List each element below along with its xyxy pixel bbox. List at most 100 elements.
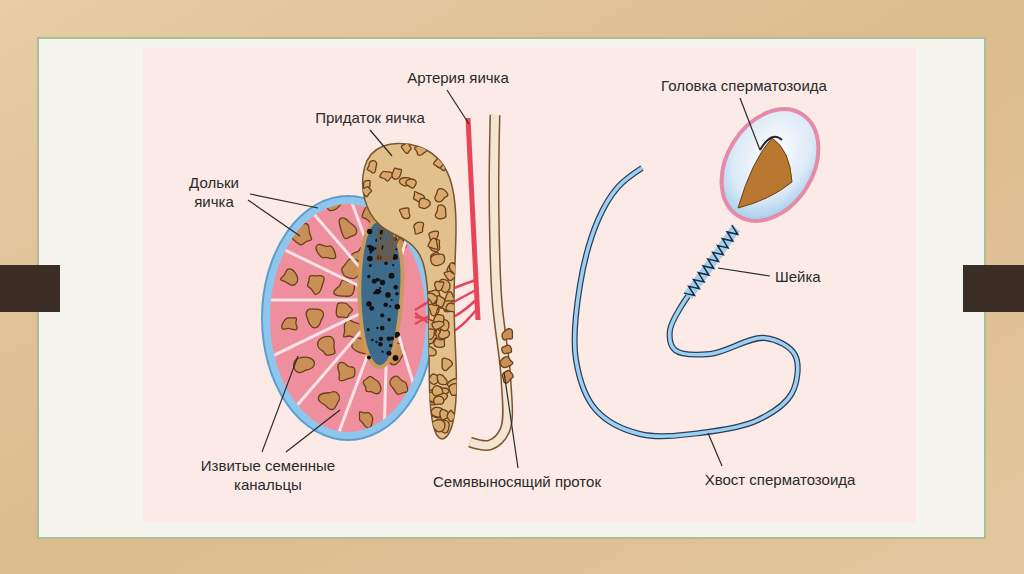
neck-spring xyxy=(684,225,738,295)
rete-dot xyxy=(375,341,377,343)
tubule-coil xyxy=(432,386,443,396)
tubule-coil xyxy=(336,303,352,318)
tubule-coil xyxy=(428,238,438,249)
tubule-coil xyxy=(431,254,445,266)
rete-dot xyxy=(379,287,381,289)
vas-deferens-outline xyxy=(470,115,508,445)
tubule-coil xyxy=(442,153,453,162)
side-bar xyxy=(0,265,60,312)
tubule-coil xyxy=(449,384,459,396)
tubule-coil xyxy=(428,304,438,316)
leader-line xyxy=(248,200,300,236)
tubule-coil xyxy=(390,376,408,394)
leader-line xyxy=(740,98,760,150)
rete-dot xyxy=(369,306,374,311)
rete-dot xyxy=(367,356,371,360)
rete-dot xyxy=(369,246,375,252)
side-bar xyxy=(963,265,1024,312)
epididymis xyxy=(361,143,461,449)
tubule-coil xyxy=(446,303,460,312)
rete-dot xyxy=(392,264,394,266)
tubule-coil xyxy=(399,208,409,219)
tubule-coil xyxy=(292,224,312,245)
tubule-coil xyxy=(414,222,424,234)
tubule-coil xyxy=(401,143,411,154)
rete-dot xyxy=(380,313,384,317)
part-label: Извитые семенные канальцы xyxy=(181,456,356,494)
tubule-coil xyxy=(393,410,413,428)
rete-dot xyxy=(378,342,383,347)
leader-line xyxy=(504,372,518,468)
rete-dot xyxy=(377,289,381,293)
rete-dot xyxy=(389,344,392,347)
leader-line xyxy=(718,268,770,276)
tubule-coil xyxy=(434,396,444,404)
tubule-coil xyxy=(307,276,324,295)
rete-dot xyxy=(376,327,378,329)
spermatozoon xyxy=(575,91,839,436)
rete-dot xyxy=(372,279,377,284)
tubule-coil xyxy=(415,144,428,155)
rete-dot xyxy=(379,337,383,341)
part-label: Головка сперматозоида xyxy=(629,76,859,95)
slide-frame xyxy=(38,38,985,538)
rete-dot xyxy=(395,292,399,296)
rete-dot xyxy=(393,355,399,361)
tubule-coil xyxy=(435,281,444,290)
rete-dot xyxy=(367,275,370,278)
tubule-coil xyxy=(380,171,393,181)
tubule-coil xyxy=(433,156,446,168)
tubule-coil xyxy=(419,198,430,208)
rete-dot xyxy=(367,256,373,262)
rete-dot xyxy=(395,304,401,310)
tubule-coil xyxy=(359,412,372,428)
tubule-coil xyxy=(437,374,447,384)
rete-dot xyxy=(368,245,371,248)
tubule-coil xyxy=(318,336,335,355)
septum xyxy=(388,300,456,526)
tubule-coil xyxy=(447,410,456,421)
tubule-coil xyxy=(342,259,360,279)
leader-line xyxy=(370,130,392,156)
rete-dot xyxy=(370,251,372,253)
part-label: Семявыносящий проток xyxy=(402,472,632,491)
tubule-coil xyxy=(502,329,512,340)
sperm-head xyxy=(702,91,839,238)
rete-dot xyxy=(386,292,390,296)
vas-deferens xyxy=(470,115,508,445)
rete-dot xyxy=(385,292,391,298)
rete-dot xyxy=(395,335,398,338)
tubule-coil xyxy=(392,168,401,179)
rete-dot xyxy=(380,280,385,285)
tubule-coil xyxy=(502,345,512,354)
tubule-coil xyxy=(361,187,372,197)
rete-dot xyxy=(391,299,393,301)
tubule-coil xyxy=(319,193,341,210)
tubule-coil xyxy=(449,263,459,274)
rete-dot xyxy=(393,285,398,290)
tubule-coil xyxy=(435,205,446,219)
leader-line xyxy=(262,356,298,452)
tubule-coil xyxy=(363,376,381,393)
tubule-coil xyxy=(432,321,444,329)
tubule-coil xyxy=(500,357,513,368)
tubule-coil xyxy=(435,189,448,202)
tubule-coil xyxy=(282,318,297,330)
tubule-coil xyxy=(432,420,445,432)
rete-dot xyxy=(378,279,380,281)
leader-line xyxy=(286,410,340,452)
tubule-coil xyxy=(339,218,357,239)
tubule-coil xyxy=(280,269,297,285)
rete-dot xyxy=(381,351,383,353)
tubule-coil xyxy=(316,244,336,258)
acrosome-mark xyxy=(760,137,782,150)
part-label: Артерия яичка xyxy=(383,68,533,87)
rete-dot xyxy=(380,326,385,331)
tubule-coil xyxy=(406,179,416,188)
part-label: Дольки яичка xyxy=(178,173,250,211)
slide-panel xyxy=(143,48,916,522)
leader-line xyxy=(447,90,469,124)
tubule-coil xyxy=(440,144,451,154)
rete-dot xyxy=(395,248,397,250)
